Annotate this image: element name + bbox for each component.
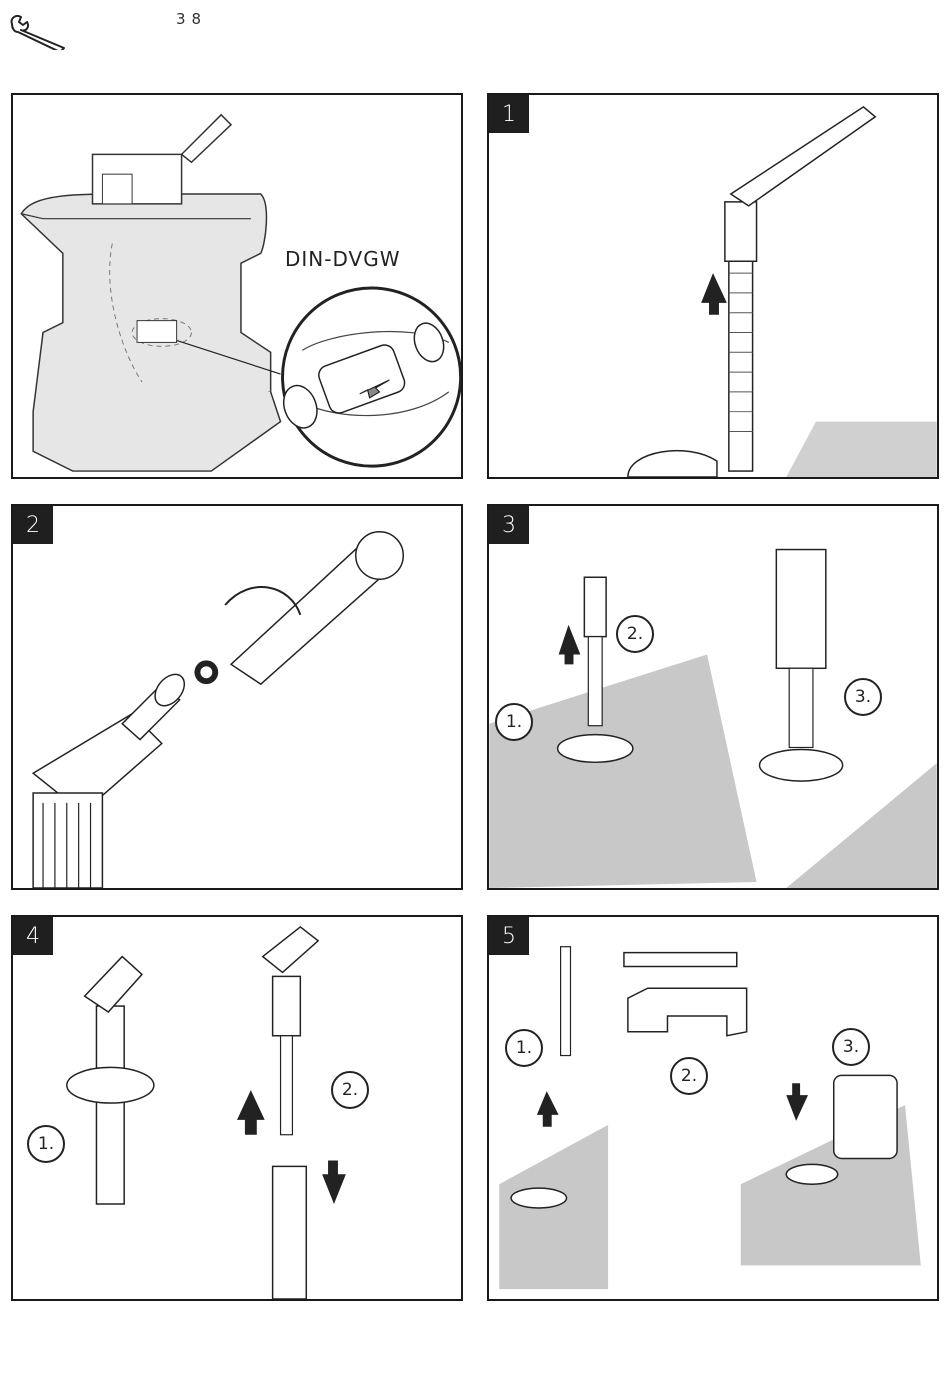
panel-step-1: 1 xyxy=(487,93,939,479)
din-dvgw-label: DIN-DVGW xyxy=(285,247,400,271)
step-badge: 2 xyxy=(13,506,53,544)
step-badge: 5 xyxy=(489,917,529,955)
panel-step-4: 4 1. 2. xyxy=(11,915,463,1301)
overview-illustration xyxy=(13,95,461,477)
wrench-icon xyxy=(8,10,68,50)
callout-2: 2. xyxy=(670,1057,708,1095)
callout-1: 1. xyxy=(27,1125,65,1163)
page-number: 38 xyxy=(176,10,207,28)
step-2-illustration xyxy=(13,506,461,888)
step-4-illustration xyxy=(13,917,461,1299)
step-badge: 4 xyxy=(13,917,53,955)
callout-1: 1. xyxy=(495,703,533,741)
callout-2: 2. xyxy=(616,615,654,653)
callout-3: 3. xyxy=(844,678,882,716)
step-5-illustration xyxy=(489,917,937,1299)
callout-2: 2. xyxy=(331,1071,369,1109)
panel-step-3: 3 1. 2. 3. xyxy=(487,504,939,890)
panel-overview: DIN-DVGW xyxy=(11,93,463,479)
step-1-illustration xyxy=(489,95,937,477)
callout-3: 3. xyxy=(832,1028,870,1066)
step-badge: 1 xyxy=(489,95,529,133)
step-badge: 3 xyxy=(489,506,529,544)
panel-step-2: 2 xyxy=(11,504,463,890)
callout-1: 1. xyxy=(505,1029,543,1067)
panel-step-5: 5 1. 2. 3. xyxy=(487,915,939,1301)
